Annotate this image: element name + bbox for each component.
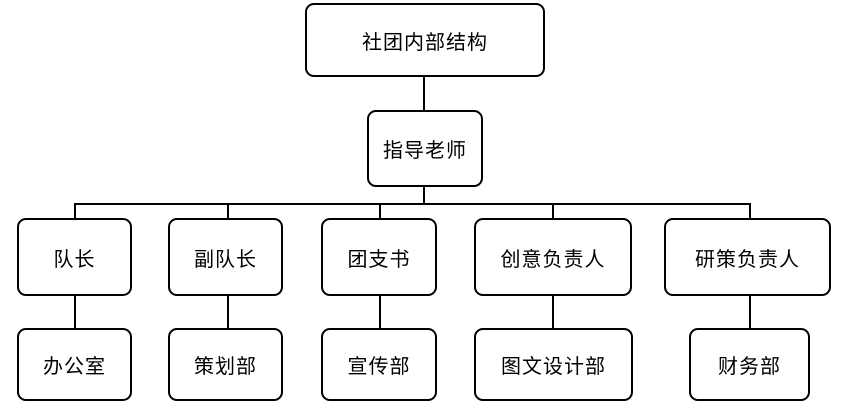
connector-leader-1-to-department-1 bbox=[227, 295, 229, 329]
connector-leader-4-to-department-4 bbox=[749, 295, 751, 329]
connector-bus-to-leader-0 bbox=[74, 204, 76, 219]
connector-leader-0-to-department-0 bbox=[74, 295, 76, 329]
node-department-graphic-design: 图文设计部 bbox=[474, 328, 633, 401]
connector-bus-to-leader-4 bbox=[749, 204, 751, 219]
node-department-planning: 策划部 bbox=[168, 328, 283, 401]
node-leader-creative-head: 创意负责人 bbox=[474, 218, 632, 296]
node-leader-captain: 队长 bbox=[17, 218, 132, 296]
connector-horizontal-bus bbox=[74, 203, 751, 205]
node-leader-research-strategy-head: 研策负责人 bbox=[664, 218, 831, 296]
node-root-title: 社团内部结构 bbox=[305, 3, 545, 77]
connector-leader-3-to-department-3 bbox=[552, 295, 554, 329]
connector-leader-2-to-department-2 bbox=[379, 295, 381, 329]
node-leader-vice-captain: 副队长 bbox=[168, 218, 283, 296]
connector-bus-to-leader-3 bbox=[552, 204, 554, 219]
connector-bus-to-leader-1 bbox=[227, 204, 229, 219]
connector-bus-to-leader-2 bbox=[379, 204, 381, 219]
node-department-office: 办公室 bbox=[17, 328, 132, 401]
node-advisor: 指导老师 bbox=[367, 110, 483, 187]
connector-advisor-to-bus bbox=[423, 186, 425, 205]
node-leader-league-secretary: 团支书 bbox=[321, 218, 437, 296]
node-department-finance: 财务部 bbox=[689, 328, 810, 401]
connector-root-to-advisor bbox=[423, 76, 425, 112]
node-department-publicity: 宣传部 bbox=[321, 328, 437, 401]
